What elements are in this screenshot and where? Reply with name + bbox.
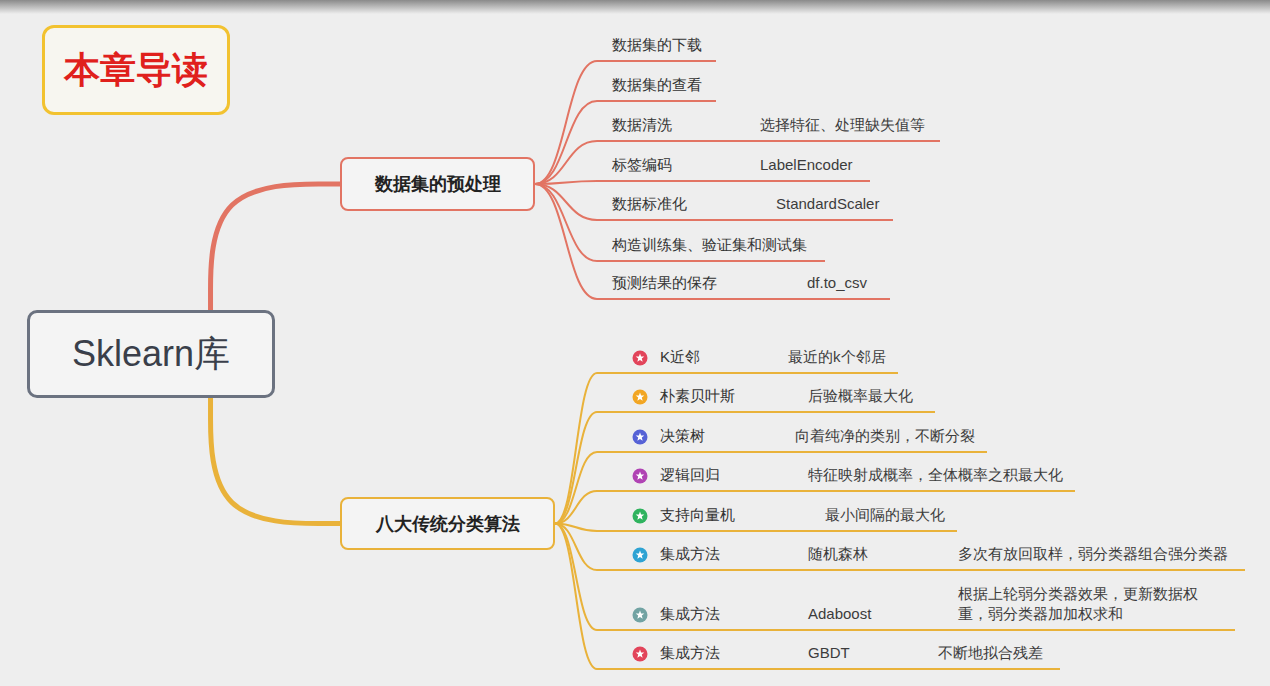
topic-note: StandardScaler xyxy=(776,194,879,214)
topic-note: df.to_csv xyxy=(807,273,867,293)
branch-box: 八大传统分类算法 xyxy=(340,497,555,550)
topic-label: 构造训练集、验证集和测试集 xyxy=(612,235,807,255)
topic-note: 选择特征、处理缺失值等 xyxy=(760,115,925,135)
sub-branch xyxy=(535,184,597,261)
leaf-topic: 集成方法 Adaboost 根据上轮弱分类器效果，更新数据权重，弱分类器加加权求和 xyxy=(597,581,1235,631)
star-icon xyxy=(633,351,648,366)
main-branch xyxy=(211,184,340,310)
title-box: 本章导读 xyxy=(42,25,230,115)
sub-branch xyxy=(555,491,597,524)
leaf-topic: 决策树 向着纯净的类别，不断分裂 xyxy=(597,423,987,453)
topic-note: 最小间隔的最大化 xyxy=(825,505,945,525)
sub-branch xyxy=(535,184,597,299)
leaf-topic: 朴素贝叶斯 后验概率最大化 xyxy=(597,383,935,413)
root-box: Sklearn库 xyxy=(27,310,275,398)
topic-note: 最近的k个邻居 xyxy=(788,347,886,367)
leaf-topic: 集成方法 GBDT 不断地拟合残差 xyxy=(597,640,1060,670)
topic-label: 朴素贝叶斯 xyxy=(660,386,735,406)
leaf-topic: 数据集的下载 xyxy=(597,32,716,62)
leaf-topic: 集成方法 随机森林 多次有放回取样，弱分类器组合强分类器 xyxy=(597,541,1245,571)
star-icon xyxy=(633,647,648,662)
star-icon xyxy=(633,430,648,445)
branch-box: 数据集的预处理 xyxy=(340,157,535,211)
leaf-topic: K近邻 最近的k个邻居 xyxy=(597,344,898,374)
leaf-topic: 预测结果的保存 df.to_csv xyxy=(597,270,890,300)
topic-note: 根据上轮弱分类器效果，更新数据权重，弱分类器加加权求和 xyxy=(958,584,1201,624)
sub-branch xyxy=(555,373,597,524)
topic-label: 数据清洗 xyxy=(612,115,672,135)
topic-label: 决策树 xyxy=(660,426,705,446)
main-branch xyxy=(211,398,340,524)
topic-note: 向着纯净的类别，不断分裂 xyxy=(795,426,975,446)
leaf-topic: 构造训练集、验证集和测试集 xyxy=(597,232,825,262)
chapter-title: 本章导读 xyxy=(64,46,208,95)
topic-label: 集成方法 xyxy=(660,643,720,663)
topic-note: 后验概率最大化 xyxy=(808,386,913,406)
topic-label: 集成方法 xyxy=(660,544,720,564)
sub-branch xyxy=(555,412,597,524)
sub-branch xyxy=(555,524,597,631)
sub-branch xyxy=(535,101,597,184)
star-icon xyxy=(633,469,648,484)
topic-note: 随机森林 xyxy=(808,544,868,564)
branch-label: 数据集的预处理 xyxy=(375,172,501,196)
topic-label: 预测结果的保存 xyxy=(612,273,717,293)
topic-note: LabelEncoder xyxy=(760,155,853,175)
topic-label: 数据标准化 xyxy=(612,194,687,214)
sub-branch xyxy=(535,181,597,184)
topic-note: Adaboost xyxy=(808,604,871,624)
star-icon xyxy=(633,608,648,623)
topic-label: K近邻 xyxy=(660,347,700,367)
leaf-topic: 数据清洗 选择特征、处理缺失值等 xyxy=(597,112,940,142)
branch-label: 八大传统分类算法 xyxy=(376,512,520,536)
star-icon xyxy=(633,548,648,563)
sub-branch xyxy=(535,141,597,184)
topic-label: 数据集的查看 xyxy=(612,75,702,95)
leaf-topic: 数据集的查看 xyxy=(597,72,716,102)
star-icon xyxy=(633,390,648,405)
topic-label: 逻辑回归 xyxy=(660,465,720,485)
topic-label: 支持向量机 xyxy=(660,505,735,525)
root-label: Sklearn库 xyxy=(72,330,230,379)
topic-note: GBDT xyxy=(808,643,850,663)
topic-label: 集成方法 xyxy=(660,604,720,624)
sub-branch xyxy=(535,61,597,184)
topic-note: 多次有放回取样，弱分类器组合强分类器 xyxy=(958,544,1228,564)
sub-branch xyxy=(555,452,597,524)
topic-label: 标签编码 xyxy=(612,155,672,175)
topic-label: 数据集的下载 xyxy=(612,35,702,55)
leaf-topic: 支持向量机 最小间隔的最大化 xyxy=(597,502,957,532)
leaf-topic: 逻辑回归 特征映射成概率，全体概率之积最大化 xyxy=(597,462,1075,492)
topic-note: 特征映射成概率，全体概率之积最大化 xyxy=(808,465,1063,485)
leaf-topic: 标签编码 LabelEncoder xyxy=(597,152,870,182)
sub-branch xyxy=(555,524,597,670)
topic-note: 不断地拟合残差 xyxy=(938,643,1043,663)
star-icon xyxy=(633,509,648,524)
leaf-topic: 数据标准化 StandardScaler xyxy=(597,191,893,221)
top-shade xyxy=(0,0,1270,14)
